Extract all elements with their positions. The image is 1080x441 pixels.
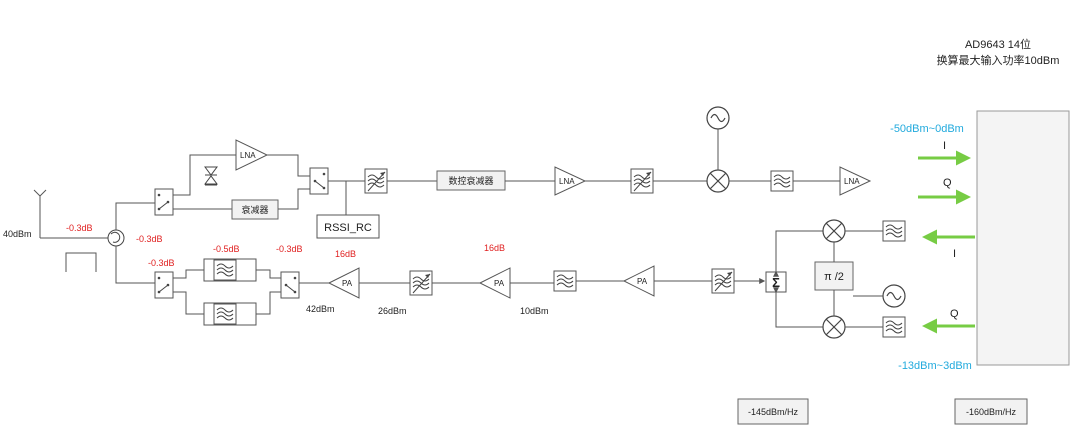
rx-mixer-icon [706, 169, 730, 193]
pa-1-label: PA [342, 279, 353, 288]
tx-range-label: -13dBm~3dBm [898, 360, 972, 372]
tx-switch-2 [280, 271, 300, 299]
rssi-box [316, 214, 380, 239]
lna-1 [235, 139, 269, 171]
tx-q-filter [882, 316, 906, 338]
digital-attenuator-label: 数控衰减器 [448, 175, 493, 186]
limiter-diode-icon [204, 166, 218, 186]
adc-title-2: 换算最大输入功率10dBm [937, 53, 1060, 67]
pa-3-label: PA [637, 277, 648, 286]
dac-noise-label: -145dBm/Hz [748, 407, 799, 417]
i-input-label: I [943, 140, 946, 152]
circulator-icon [107, 229, 125, 247]
summer-symbol: Σ [772, 275, 780, 290]
adc-block [976, 110, 1070, 366]
power-10-label: 10dBm [520, 306, 549, 316]
q-input-label: Q [943, 177, 952, 189]
tx-tunable-filter-1 [409, 270, 433, 296]
adc-title-1: AD9643 14位 [965, 37, 1031, 51]
tx-oscillator-icon [882, 284, 906, 308]
tx-switch-2-loss: -0.3dB [276, 244, 303, 254]
tx-mixer-i-icon [822, 219, 846, 243]
rx-range-label: -50dBm~0dBm [890, 123, 964, 135]
adc-noise-box [954, 398, 1028, 425]
lna-3 [839, 166, 872, 196]
rx-tunable-filter-2 [630, 168, 654, 194]
pa-2-label: PA [494, 279, 505, 288]
pa-1-gain: 16dB [335, 249, 356, 259]
tx-switch-1-loss: -0.3dB [148, 258, 175, 268]
rx-tunable-filter-1 [364, 168, 388, 194]
rx-switch-1 [154, 188, 174, 216]
circulator-loss-label: -0.3dB [136, 234, 163, 244]
rx-oscillator-icon [706, 106, 730, 130]
tx-filter-3 [553, 270, 577, 292]
i-output-label: I [953, 248, 956, 260]
antenna-power-label: 40dBm [3, 229, 32, 239]
rx-switch-2 [309, 167, 329, 195]
antenna-loss-label: -0.3dB [66, 223, 93, 233]
power-26-label: 26dBm [378, 306, 407, 316]
rx-lowpass-filter [770, 170, 794, 192]
adc-noise-label: -160dBm/Hz [966, 407, 1017, 417]
tx-filter-lower [213, 303, 237, 325]
antenna-icon [33, 189, 108, 239]
rssi-label: RSSI_RC [324, 222, 372, 234]
lna-3-label: LNA [844, 177, 860, 186]
phase-shifter-label: π /2 [824, 271, 844, 283]
pa-2-gain: 16dB [484, 243, 505, 253]
lna-1-label: LNA [240, 151, 256, 160]
tx-filter-loss: -0.5dB [213, 244, 240, 254]
tx-switch-1 [154, 271, 174, 299]
attenuator-label: 衰减器 [241, 204, 268, 215]
q-output-label: Q [950, 308, 959, 320]
dac-noise-box [737, 398, 809, 425]
tx-mixer-q-icon [822, 315, 846, 339]
load-icon [65, 252, 97, 272]
lna-2-label: LNA [559, 177, 575, 186]
power-42-label: 42dBm [306, 304, 335, 314]
lna-2 [554, 166, 587, 196]
tx-tunable-filter-2 [711, 268, 735, 294]
tx-i-filter [882, 220, 906, 242]
tx-filter-upper [213, 259, 237, 281]
